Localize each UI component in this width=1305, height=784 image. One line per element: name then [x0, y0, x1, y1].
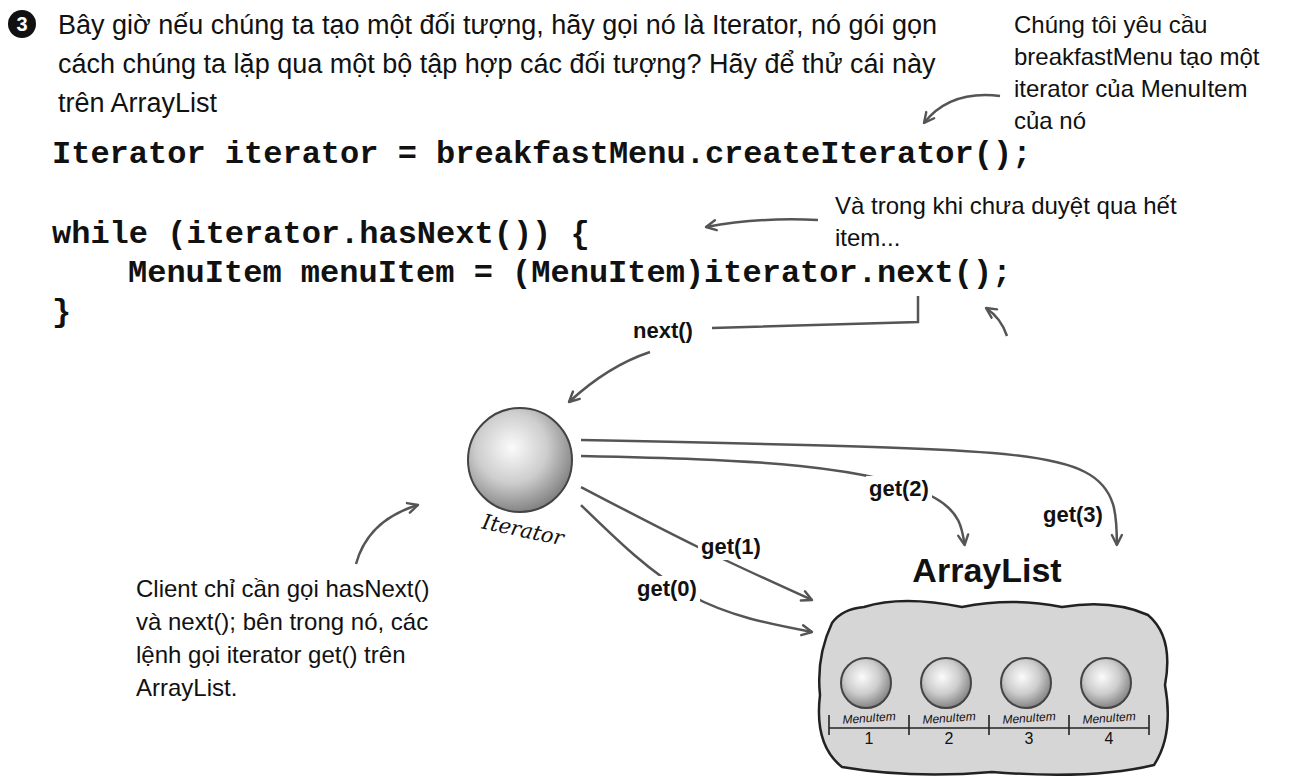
iterator-ball: Iterator [465, 405, 581, 555]
index-number: 4 [1066, 730, 1152, 748]
menu-item: MenuItem 1 [826, 656, 912, 748]
call-label: get(2) [866, 476, 932, 502]
item-label: MenuItem [986, 708, 1073, 728]
code-line: } [52, 294, 71, 332]
ball-shape [986, 656, 1066, 710]
collection-heading: ArrayList [812, 549, 1178, 591]
note: Chúng tôi yêu cầu breakfastMenu tạo một … [1014, 9, 1264, 137]
index-number: 3 [986, 730, 1072, 748]
blob [819, 601, 1168, 775]
leader-arrow [706, 219, 818, 227]
ball-shape [465, 405, 575, 515]
heading: Bây giờ nếu chúng ta tạo một đối tượng, … [58, 6, 938, 123]
menu-item: MenuItem 4 [1066, 656, 1152, 748]
note: Client chỉ cần gọi hasNext() và next(); … [136, 572, 446, 704]
ball [1001, 658, 1051, 708]
leader-arrow [924, 95, 1000, 123]
ball-shape [1066, 656, 1146, 710]
call-label: get(0) [634, 576, 700, 602]
item-label: MenuItem [826, 708, 913, 728]
ball-shape [906, 656, 986, 710]
collection-blob: ArrayListMenuItem1MenuItem2MenuItem3Menu… [812, 545, 1178, 777]
ball-shape [826, 656, 906, 710]
menu-item: MenuItem 2 [906, 656, 992, 748]
call-arrow [581, 505, 812, 632]
call-arrow [581, 456, 965, 545]
callout-number: 3 [8, 10, 36, 38]
ball [1081, 658, 1131, 708]
next-arrow [569, 352, 650, 402]
call-label: get(3) [1040, 502, 1106, 528]
item-label: MenuItem [906, 708, 993, 728]
callout-dot [8, 10, 36, 38]
next-line [712, 296, 918, 328]
menu-item: MenuItem 3 [986, 656, 1072, 748]
leader-arrow [986, 308, 1007, 336]
index-number: 1 [826, 730, 912, 748]
note: Và trong khi chưa duyệt qua hết item... [835, 190, 1230, 254]
ball [921, 658, 971, 708]
code-line: Iterator iterator = breakfastMenu.create… [52, 136, 1031, 174]
leader-arrow [356, 505, 418, 564]
call-label: get(1) [698, 534, 764, 560]
item-label: MenuItem [1066, 708, 1153, 728]
index-number: 2 [906, 730, 992, 748]
ball [841, 658, 891, 708]
call-label: next() [630, 318, 696, 344]
ball [468, 408, 572, 512]
code-line: while (iterator.hasNext()) { [52, 216, 590, 254]
code-line: MenuItem menuItem = (MenuItem)iterator.n… [128, 255, 1011, 293]
